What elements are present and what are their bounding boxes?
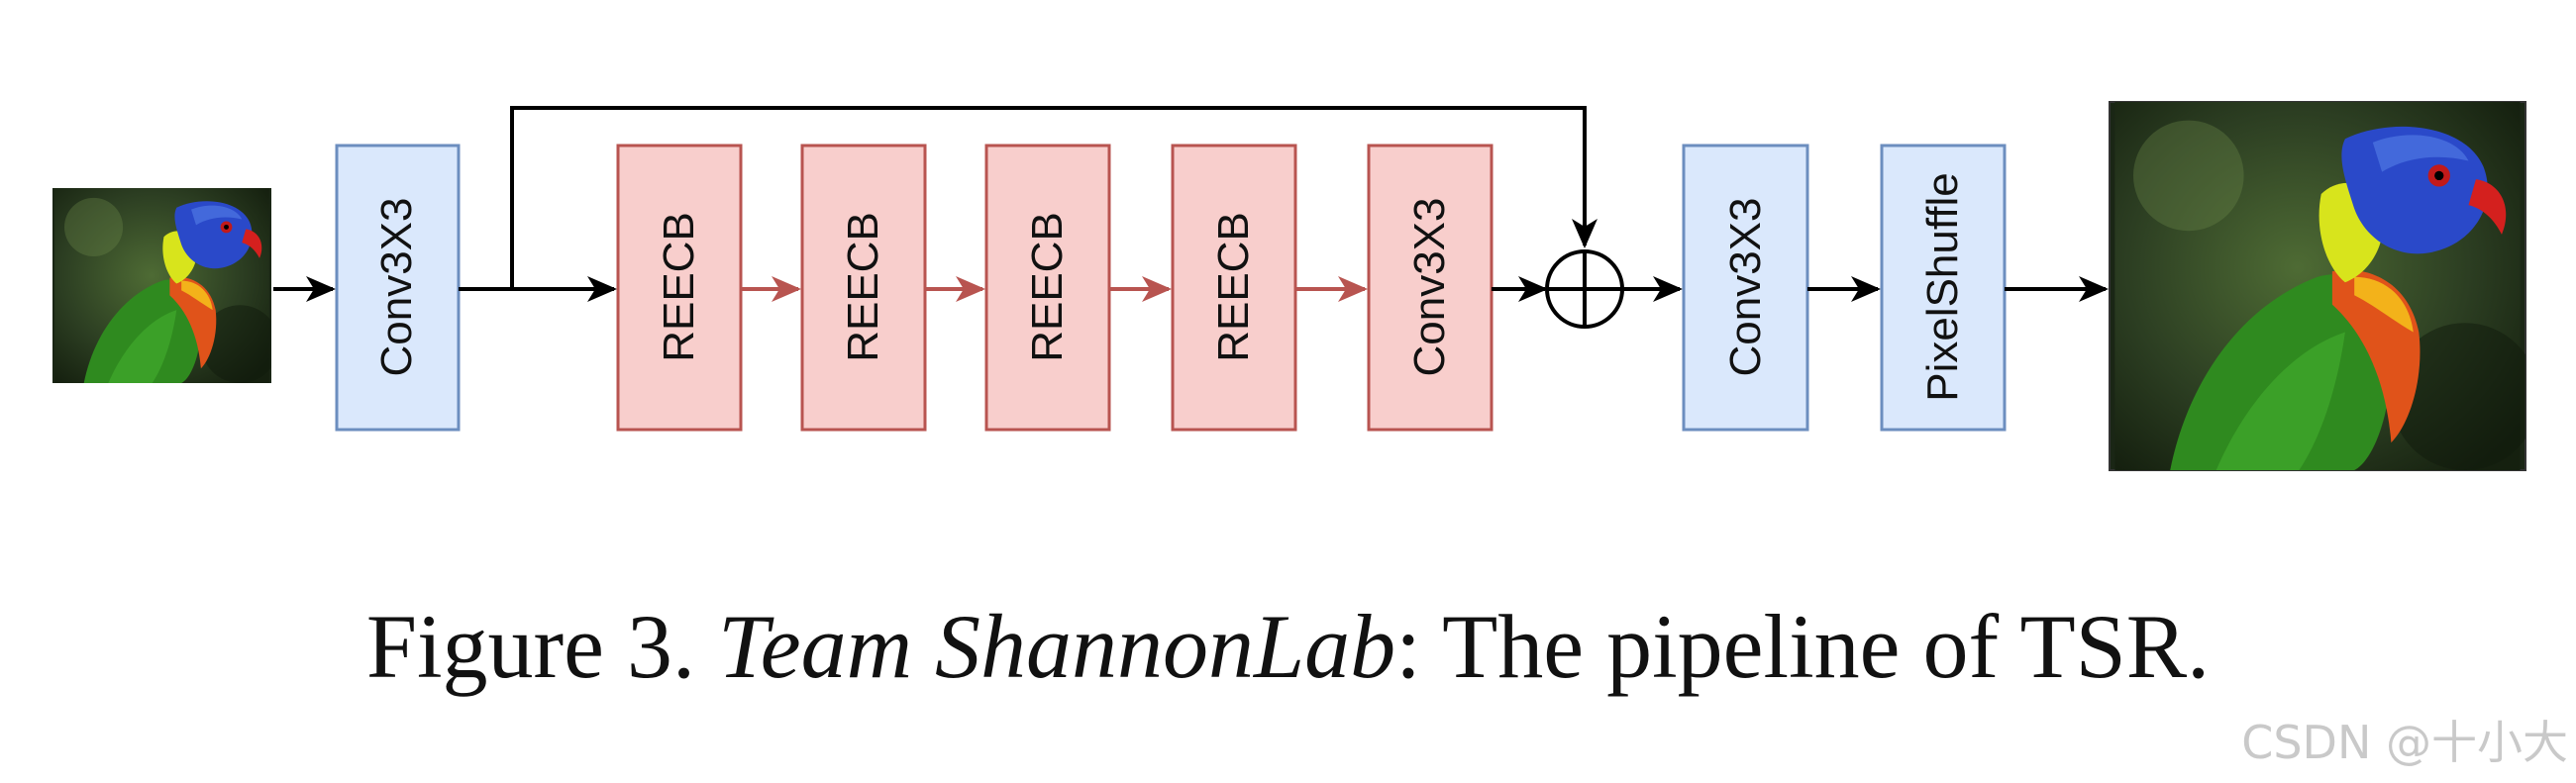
reecb-2-label: REECB (839, 212, 887, 362)
caption-suffix: : The pipeline of TSR. (1395, 596, 2211, 697)
pixel-shuffle-label: PixelShuffle (1918, 172, 1967, 402)
output-image (2109, 101, 2526, 471)
reecb-block-1: REECB (616, 144, 743, 432)
caption-team: Team ShannonLab (718, 596, 1396, 697)
reecb-block-2: REECB (800, 144, 927, 432)
reecb-1-label: REECB (655, 212, 703, 362)
conv-in-block: Conv3X3 (335, 144, 461, 432)
conv-in-label: Conv3X3 (372, 197, 421, 376)
conv-mid-block: Conv3X3 (1367, 144, 1494, 432)
pixel-shuffle-block: PixelShuffle (1880, 144, 2007, 432)
input-image (52, 188, 271, 383)
conv-mid-label: Conv3X3 (1405, 197, 1454, 376)
circle-plus-icon (1545, 249, 1624, 329)
reecb-block-4: REECB (1171, 144, 1297, 432)
caption-prefix: Figure 3. (365, 596, 719, 697)
conv-out-block: Conv3X3 (1682, 144, 1809, 432)
watermark: CSDN @十小大 (2241, 716, 2568, 769)
figure-caption: Figure 3. Team ShannonLab: The pipeline … (0, 594, 2576, 699)
reecb-4-label: REECB (1209, 212, 1258, 362)
conv-out-label: Conv3X3 (1721, 197, 1770, 376)
reecb-block-3: REECB (984, 144, 1111, 432)
skip-connection-line (510, 106, 1597, 289)
reecb-3-label: REECB (1023, 212, 1072, 362)
